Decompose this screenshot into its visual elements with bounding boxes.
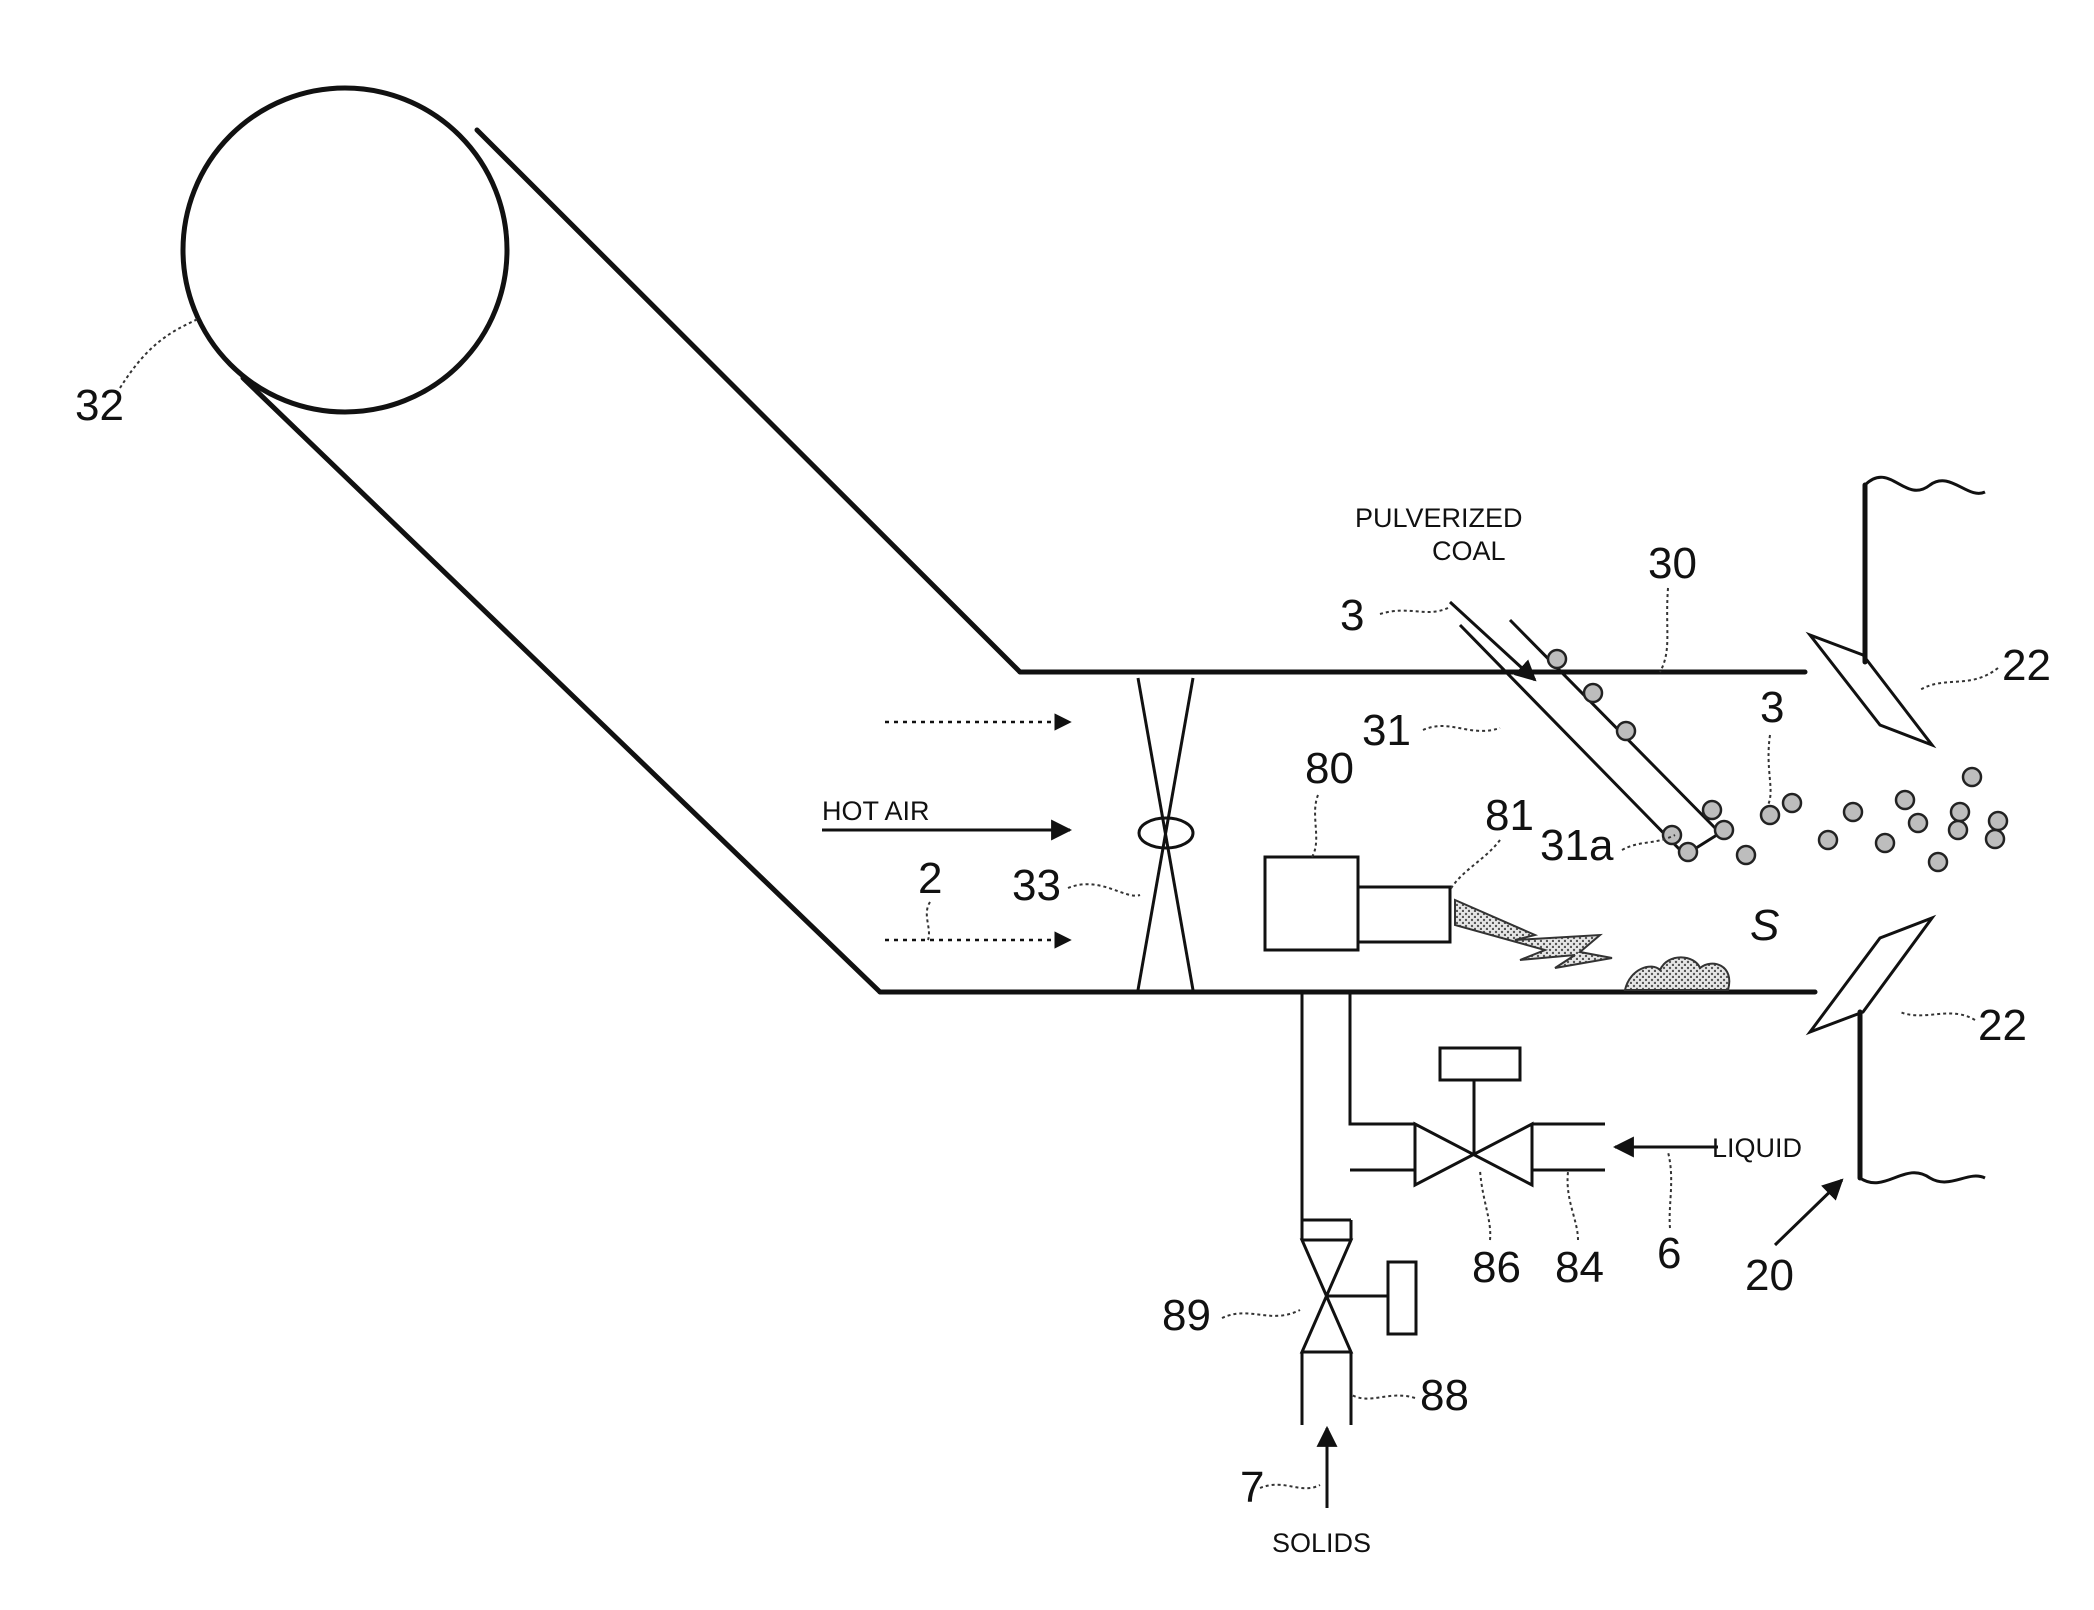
- ref-coal-flow: 3: [1340, 591, 1364, 640]
- spray-jet: [1455, 900, 1612, 968]
- leader-solids-valve: [1222, 1310, 1300, 1318]
- coal-particle: [1679, 843, 1697, 861]
- detector-box: [1265, 857, 1358, 950]
- coal-particle: [1548, 650, 1566, 668]
- spray-head: [1358, 887, 1450, 942]
- solids-valve: [1302, 1240, 1416, 1352]
- leader-throat-lower: [1900, 1012, 1975, 1020]
- ref-duct-elbow: 32: [75, 381, 124, 430]
- coal-particle: [1761, 806, 1779, 824]
- caption-coal: COAL: [1432, 536, 1506, 566]
- coal-particle: [1703, 801, 1721, 819]
- leader-liquid-flow: [1668, 1152, 1671, 1228]
- leader-hot-air-flow: [927, 902, 930, 940]
- ref-throat-upper: 22: [2002, 641, 2051, 690]
- coal-particle: [1715, 821, 1733, 839]
- ref-detector: 80: [1305, 744, 1354, 793]
- coal-particle: [1989, 812, 2007, 830]
- leader-damper: [1068, 884, 1140, 895]
- leader-burner-duct: [1660, 588, 1668, 672]
- ref-spray-head: 81: [1485, 791, 1534, 840]
- ref-liquid-flow: 6: [1657, 1229, 1681, 1278]
- coal-particle: [1737, 846, 1755, 864]
- caption-liquid: LIQUID: [1712, 1133, 1802, 1163]
- ref-solids-valve: 89: [1162, 1291, 1211, 1340]
- coal-particle: [1783, 794, 1801, 812]
- solids-piping: [1302, 1220, 1351, 1425]
- coal-particle: [1844, 803, 1862, 821]
- liquid-piping: [1302, 992, 1605, 1220]
- ref-throat-lower: 22: [1978, 1001, 2027, 1050]
- liquid-valve: [1415, 1048, 1532, 1185]
- leader-throat-upper: [1920, 668, 1998, 690]
- deposit-shape: [1625, 957, 1729, 990]
- ref-damper: 33: [1012, 861, 1061, 910]
- ref-nozzle-outlet: 31a: [1540, 821, 1614, 870]
- coal-particle: [1896, 791, 1914, 809]
- coal-particle: [1819, 831, 1837, 849]
- leader-solids-flow: [1260, 1485, 1320, 1489]
- coal-particle: [1929, 853, 1947, 871]
- coal-particle: [1986, 830, 2004, 848]
- damper: [1138, 678, 1193, 990]
- leader-liquid-valve: [1480, 1170, 1490, 1240]
- ref-furnace: 20: [1745, 1251, 1794, 1300]
- coal-particle: [1949, 821, 1967, 839]
- caption-hot-air: HOT AIR: [822, 796, 930, 826]
- leader-duct-elbow: [120, 318, 200, 388]
- duct-elbow: [183, 88, 1020, 992]
- ref-liquid-pipe: 84: [1555, 1243, 1604, 1292]
- coal-particle: [1617, 722, 1635, 740]
- leader-liquid-pipe: [1568, 1172, 1578, 1240]
- leader-solids-pipe: [1352, 1395, 1415, 1399]
- caption-pulverized: PULVERIZED: [1355, 503, 1523, 533]
- leader-coal-flow: [1380, 608, 1448, 614]
- caption-solids: SOLIDS: [1272, 1528, 1371, 1558]
- coal-particle: [1663, 826, 1681, 844]
- ref-coal-nozzle: 31: [1362, 706, 1411, 755]
- ref-coal-particles: 3: [1760, 683, 1784, 732]
- leader-spray-head: [1450, 840, 1500, 890]
- leader-coal-nozzle: [1423, 726, 1500, 731]
- furnace-arrow: [1775, 1180, 1842, 1245]
- ref-burner-duct: 30: [1648, 539, 1697, 588]
- coal-inflow-arrow: [1450, 602, 1535, 680]
- coal-particle: [1951, 803, 1969, 821]
- ref-solids-pipe: 88: [1420, 1371, 1469, 1420]
- ref-hot-air-flow: 2: [918, 854, 942, 903]
- leader-coal-particles: [1768, 735, 1771, 805]
- coal-particle: [1909, 814, 1927, 832]
- coal-particle: [1963, 768, 1981, 786]
- deposit-label: S: [1750, 901, 1779, 950]
- coal-particle: [1584, 684, 1602, 702]
- ref-liquid-valve: 86: [1472, 1243, 1521, 1292]
- leader-detector: [1312, 795, 1318, 857]
- coal-particle: [1876, 834, 1894, 852]
